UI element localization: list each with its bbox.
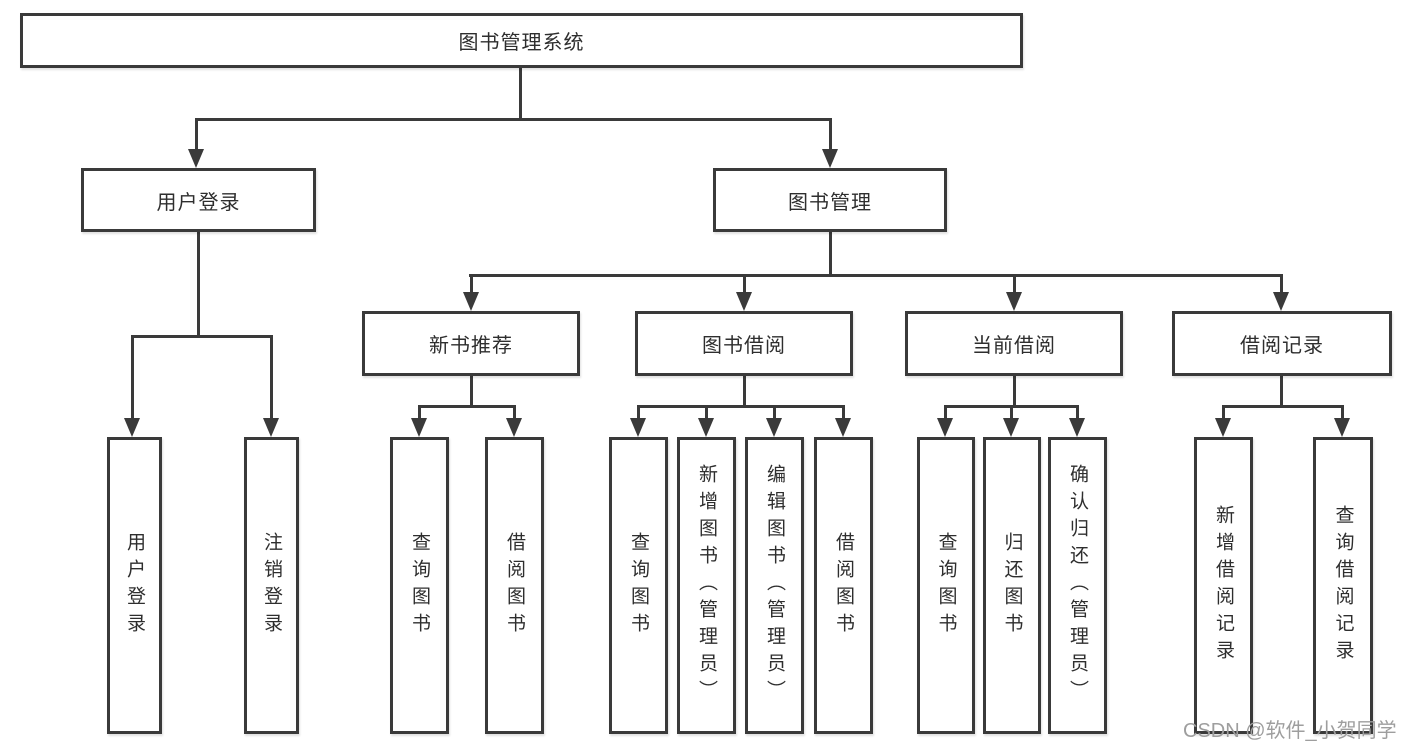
connector-line	[1222, 405, 1344, 408]
node-label: 新增借阅记录	[1213, 504, 1234, 667]
connector-line	[1010, 405, 1013, 420]
connector-line	[131, 335, 273, 338]
leaf-borrow-books: 借阅图书	[485, 437, 544, 734]
node-label: 图书借阅	[702, 335, 786, 357]
node-label: 查询借阅记录	[1332, 504, 1354, 667]
node-label: 用户登录	[124, 531, 145, 640]
node-new-book-recommend: 新书推荐	[362, 311, 580, 376]
arrow-down-icon	[822, 149, 838, 168]
arrow-down-icon	[766, 418, 782, 437]
connector-line	[637, 405, 845, 408]
arrow-down-icon	[1006, 292, 1022, 311]
leaf-confirm-return-admin: 确认归还（管理员）	[1048, 437, 1107, 734]
arrow-down-icon	[1215, 418, 1231, 437]
node-book-management: 图书管理	[713, 168, 947, 232]
leaf-query-books: 查询图书	[609, 437, 668, 734]
node-current-borrowing: 当前借阅	[905, 311, 1123, 376]
node-label: 归还图书	[1001, 531, 1023, 640]
node-label: 用户登录	[156, 191, 241, 214]
arrow-down-icon	[188, 149, 204, 168]
arrow-down-icon	[124, 418, 140, 437]
node-label: 当前借阅	[972, 335, 1056, 357]
connector-line	[1222, 405, 1225, 420]
leaf-edit-books-admin: 编辑图书（管理员）	[745, 437, 804, 734]
arrow-down-icon	[1334, 418, 1350, 437]
connector-line	[1341, 405, 1344, 420]
connector-line	[637, 405, 640, 420]
connector-line	[131, 335, 134, 420]
leaf-add-books-admin: 新增图书（管理员）	[677, 437, 736, 734]
node-label: 查询图书	[935, 531, 957, 640]
connector-line	[418, 405, 421, 420]
node-book-borrowing: 图书借阅	[635, 311, 853, 376]
node-user-login: 用户登录	[81, 168, 316, 232]
leaf-query-books: 查询图书	[390, 437, 449, 734]
connector-line	[470, 376, 473, 405]
arrow-down-icon	[1003, 418, 1019, 437]
leaf-add-borrow-record: 新增借阅记录	[1194, 437, 1253, 734]
node-label: 确认归还（管理员）	[1067, 464, 1088, 707]
node-label: 借阅记录	[1240, 335, 1324, 357]
connector-line	[842, 405, 845, 420]
connector-line	[1280, 274, 1283, 294]
connector-line	[1076, 405, 1079, 420]
arrow-down-icon	[630, 418, 646, 437]
arrow-down-icon	[937, 418, 953, 437]
node-label: 注销登录	[261, 531, 282, 640]
node-label: 图书管理系统	[458, 32, 585, 54]
arrow-down-icon	[698, 418, 714, 437]
connector-line	[705, 405, 708, 420]
node-label: 借阅图书	[504, 531, 525, 640]
leaf-query-books: 查询图书	[917, 437, 975, 734]
arrow-down-icon	[411, 418, 427, 437]
node-label: 查询图书	[409, 531, 430, 640]
arrow-down-icon	[1069, 418, 1085, 437]
connector-line	[743, 274, 746, 294]
arrow-down-icon	[263, 418, 279, 437]
connector-line	[270, 335, 273, 420]
node-borrowing-records: 借阅记录	[1172, 311, 1392, 376]
leaf-user-login: 用户登录	[107, 437, 162, 734]
connector-line	[829, 118, 832, 151]
connector-line	[1013, 274, 1016, 294]
connector-line	[470, 274, 473, 294]
connector-line	[513, 405, 516, 420]
connector-line	[195, 118, 831, 121]
connector-line	[773, 405, 776, 420]
connector-line	[743, 376, 746, 405]
connector-line	[418, 405, 516, 408]
connector-line	[1280, 376, 1283, 405]
node-label: 编辑图书（管理员）	[764, 464, 785, 707]
arrow-down-icon	[506, 418, 522, 437]
node-label: 借阅图书	[833, 531, 854, 640]
connector-line	[944, 405, 947, 420]
connector-line	[195, 118, 198, 151]
connector-line	[1013, 376, 1016, 405]
node-label: 新书推荐	[429, 335, 513, 357]
leaf-query-borrow-record: 查询借阅记录	[1313, 437, 1373, 734]
node-label: 图书管理	[788, 191, 872, 214]
arrow-down-icon	[835, 418, 851, 437]
leaf-logout-login: 注销登录	[244, 437, 299, 734]
connector-line	[519, 68, 522, 118]
leaf-borrow-books: 借阅图书	[814, 437, 873, 734]
arrow-down-icon	[463, 292, 479, 311]
csdn-watermark: CSDN @软件_小贺同学	[1183, 720, 1397, 742]
node-label: 查询图书	[628, 531, 649, 640]
connector-line	[469, 274, 1282, 277]
connector-line	[197, 232, 200, 335]
leaf-return-books: 归还图书	[983, 437, 1041, 734]
arrow-down-icon	[736, 292, 752, 311]
node-label: 新增图书（管理员）	[696, 464, 717, 707]
arrow-down-icon	[1273, 292, 1289, 311]
node-root-system: 图书管理系统	[20, 13, 1023, 68]
connector-line	[829, 232, 832, 274]
